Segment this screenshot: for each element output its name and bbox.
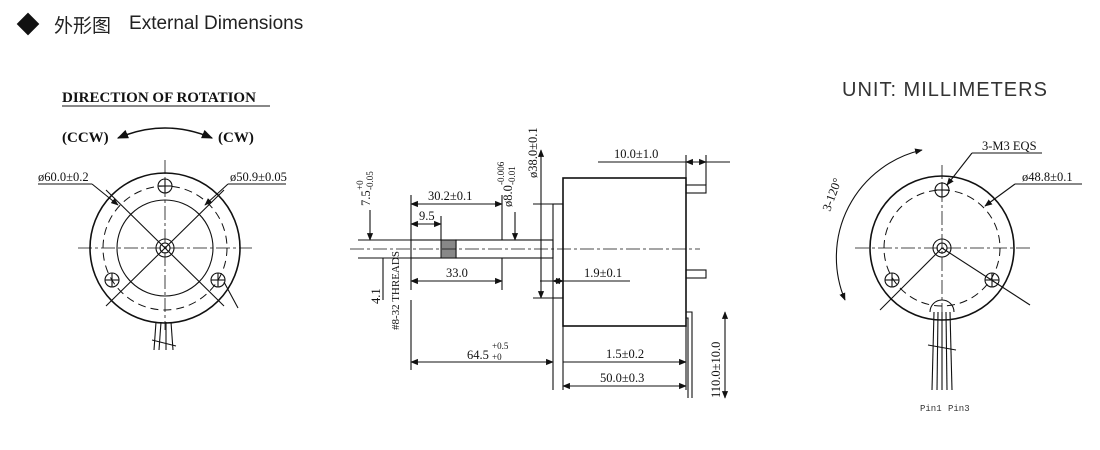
- pin3-label: Pin3: [948, 404, 970, 414]
- svg-text:4.1: 4.1: [369, 288, 383, 304]
- svg-text:ø8.0: ø8.0: [501, 185, 515, 207]
- flange-plate: [552, 203, 564, 299]
- angle-label: 3-120°: [820, 176, 845, 213]
- svg-text:+0: +0: [355, 180, 365, 190]
- holes-label: 3-M3 EQS: [982, 139, 1037, 153]
- pcd-label: ø48.8±0.1: [1022, 170, 1073, 184]
- svg-text:-0.01: -0.01: [507, 166, 517, 185]
- svg-text:ø38.0±0.1: ø38.0±0.1: [526, 127, 540, 178]
- dim-4-1: 4.1: [369, 288, 383, 304]
- dim-body-dia: ø38.0±0.1: [526, 127, 540, 178]
- svg-text:7.5: 7.5: [359, 190, 373, 206]
- rear-view: 3-M3 EQS ø48.8±0.1 3-120°: [820, 139, 1082, 414]
- svg-text:-0.006: -0.006: [496, 161, 506, 185]
- rotation-arrow: [116, 127, 214, 139]
- diag-line-2: [105, 189, 225, 307]
- dim-7-5: 7.5 +0 -0.05: [355, 171, 375, 206]
- holes-leader: [946, 152, 973, 186]
- dim-64-5-label: 64.5: [467, 348, 489, 362]
- svg-text:3-120°: 3-120°: [820, 176, 845, 213]
- leader-lower-right: [223, 281, 239, 309]
- section-header: 外形图 External Dimensions: [14, 8, 303, 40]
- dim-50-label: 50.0±0.3: [600, 371, 644, 385]
- ccw-label: (CCW): [62, 130, 109, 146]
- svg-text:110.0±10.0: 110.0±10.0: [709, 342, 723, 398]
- terminal-bottom: [685, 269, 707, 279]
- dim-33-label: 33.0: [446, 266, 468, 280]
- cw-label: (CW): [218, 130, 254, 146]
- terminal-top: [685, 184, 707, 194]
- rear-leads: [927, 311, 957, 391]
- dim-9-5-label: 9.5: [419, 209, 435, 223]
- rear-holes: [884, 182, 1000, 288]
- dim-1-5-label: 1.5±0.2: [606, 347, 644, 361]
- svg-text:#8-32 THREADS: #8-32 THREADS: [390, 251, 402, 330]
- motor-body: [562, 177, 687, 327]
- angle-arc: [835, 148, 923, 301]
- terminal-boss: [929, 299, 955, 313]
- pin1-label: Pin1: [920, 404, 942, 414]
- unit-label: UNIT: MILLIMETERS: [842, 79, 1048, 101]
- dim-64-5-tol2: +0: [492, 352, 502, 362]
- dim-110: 110.0±10.0: [709, 342, 723, 398]
- rear-diag-1: [879, 247, 943, 311]
- mount-holes: [104, 178, 226, 288]
- pcd-leader: [984, 183, 1016, 207]
- dim-30-2-label: 30.2±0.1: [428, 189, 472, 203]
- front-cable: [151, 321, 177, 351]
- lead-wire-2: [686, 317, 689, 398]
- outer-dia-label: ø60.0±0.2: [38, 170, 89, 184]
- front-view: DIRECTION OF ROTATION (CCW) (CW) ø60.0±0…: [38, 90, 287, 351]
- inner-dia-label: ø50.9±0.05: [230, 170, 287, 184]
- side-view: 7.5 +0 -0.05 30.2±0.1 9.5 ø8.0 -0.006 -0…: [350, 127, 730, 399]
- dim-shaft-dia: ø8.0 -0.006 -0.01: [496, 161, 517, 207]
- svg-text:-0.05: -0.05: [365, 171, 375, 190]
- rotation-title: DIRECTION OF ROTATION: [62, 90, 256, 106]
- dim-64-5-tol: +0.5: [492, 341, 509, 351]
- threads-label: #8-32 THREADS: [390, 251, 402, 330]
- outer-dia-leader: [91, 183, 119, 206]
- header-title-cn: 外形图: [54, 14, 112, 37]
- lead-wire: [686, 311, 693, 398]
- header-title-en: External Dimensions: [129, 13, 304, 34]
- dim-10-label: 10.0±1.0: [614, 147, 658, 161]
- dim-1-9-label: 1.9±0.1: [584, 266, 622, 280]
